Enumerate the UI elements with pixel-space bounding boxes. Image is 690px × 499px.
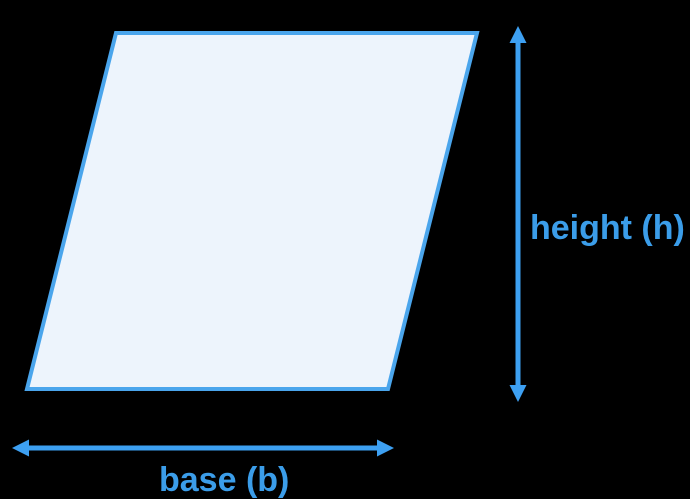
arrowhead-up-icon	[509, 26, 527, 43]
height-arrow	[509, 26, 527, 402]
base-arrow	[12, 439, 394, 457]
arrowhead-right-icon	[377, 439, 394, 457]
arrowhead-left-icon	[12, 439, 29, 457]
base-label: base (b)	[159, 461, 290, 499]
arrowhead-down-icon	[509, 385, 527, 402]
parallelogram-shape	[24, 31, 480, 391]
height-label: height (h)	[530, 209, 685, 247]
